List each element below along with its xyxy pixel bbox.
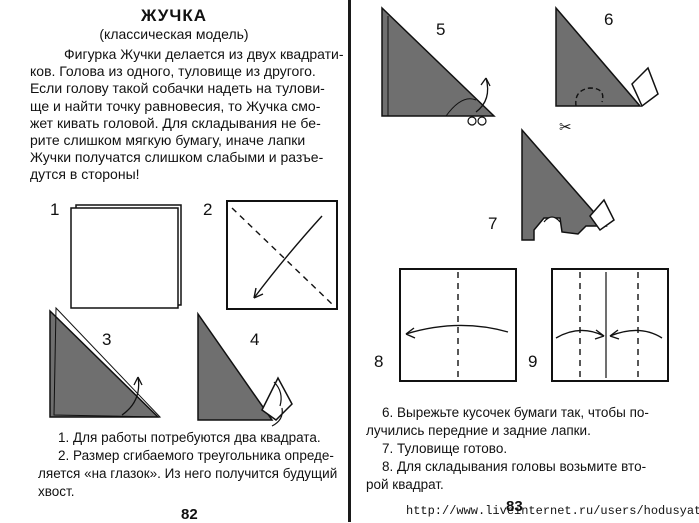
step-4-number: 4 [250, 330, 260, 349]
step-3-diagram [49, 306, 162, 418]
right-page: 5 6 ✂ 7 8 9 6. Вырежьте кусочек бумаги т… [352, 0, 699, 522]
scissors-icon: ✂ [559, 119, 572, 136]
step-4-diagram [197, 311, 293, 427]
page-number: 83 [506, 498, 523, 515]
page-subtitle: (классическая модель) [99, 26, 249, 42]
right-notes: 6. Вырежьте кусочек бумаги так, чтобы по… [366, 404, 649, 494]
step-9-diagram [551, 268, 669, 382]
watermark-url: http://www.liveinternet.ru/users/hodusya… [406, 504, 699, 518]
step-5-number: 5 [436, 20, 446, 39]
step-8-diagram [399, 268, 517, 382]
step-2-number: 2 [203, 200, 213, 219]
page-title: ЖУЧКА [141, 6, 207, 25]
intro-line: жет кивать головой. Для складывания не б… [30, 114, 321, 131]
note-line: 1. Для работы потребуются два квадрата. [58, 430, 321, 445]
intro-line: Фигурка Жучки делается из двух квадрати- [64, 46, 344, 62]
step-9-number: 9 [528, 352, 538, 371]
step-1-number: 1 [50, 200, 60, 219]
step-8-number: 8 [374, 352, 384, 371]
step-1-diagram [70, 204, 182, 309]
intro-line: Жучки получатся слишком слабыми и разъе- [30, 149, 324, 166]
note-line: хвост. [38, 484, 75, 499]
note-line: 2. Размер сгибаемого треугольника опреде… [58, 448, 334, 463]
intro-line: рите слишком мягкую бумагу, иначе лапки [30, 132, 306, 149]
step-2-diagram [226, 200, 338, 310]
note-line: 7. Туловище готово. [382, 441, 508, 456]
step-6-diagram [555, 5, 659, 108]
note-line: рой квадрат. [366, 477, 444, 492]
left-notes: 1. Для работы потребуются два квадрата. … [20, 429, 337, 501]
intro-line: ще и найти точку равновесия, то Жучка см… [30, 97, 321, 114]
page-divider [348, 0, 351, 522]
step-5-diagram [381, 6, 496, 126]
step-7-diagram [521, 128, 615, 241]
note-line: ляется «на глазок». Из него получится бу… [38, 466, 338, 481]
note-line: лучились передние и задние лапки. [366, 423, 591, 438]
note-line: 8. Для складывания головы возьмите вто- [382, 459, 647, 474]
step-3-number: 3 [102, 330, 112, 349]
page-number: 82 [181, 506, 198, 523]
note-line: 6. Вырежьте кусочек бумаги так, чтобы по… [382, 405, 649, 420]
intro-line: ков. Голова из одного, туловище из друго… [30, 63, 316, 80]
intro-line: Если голову такой собачки надеть на туло… [30, 80, 325, 97]
step-7-number: 7 [488, 214, 498, 233]
step-6-number: 6 [604, 10, 614, 29]
left-page: ЖУЧКА (классическая модель) Фигурка Жучк… [0, 0, 348, 523]
intro-line: дутся в стороны! [30, 166, 140, 183]
intro-text: Фигурка Жучки делается из двух квадрати-… [30, 46, 348, 184]
